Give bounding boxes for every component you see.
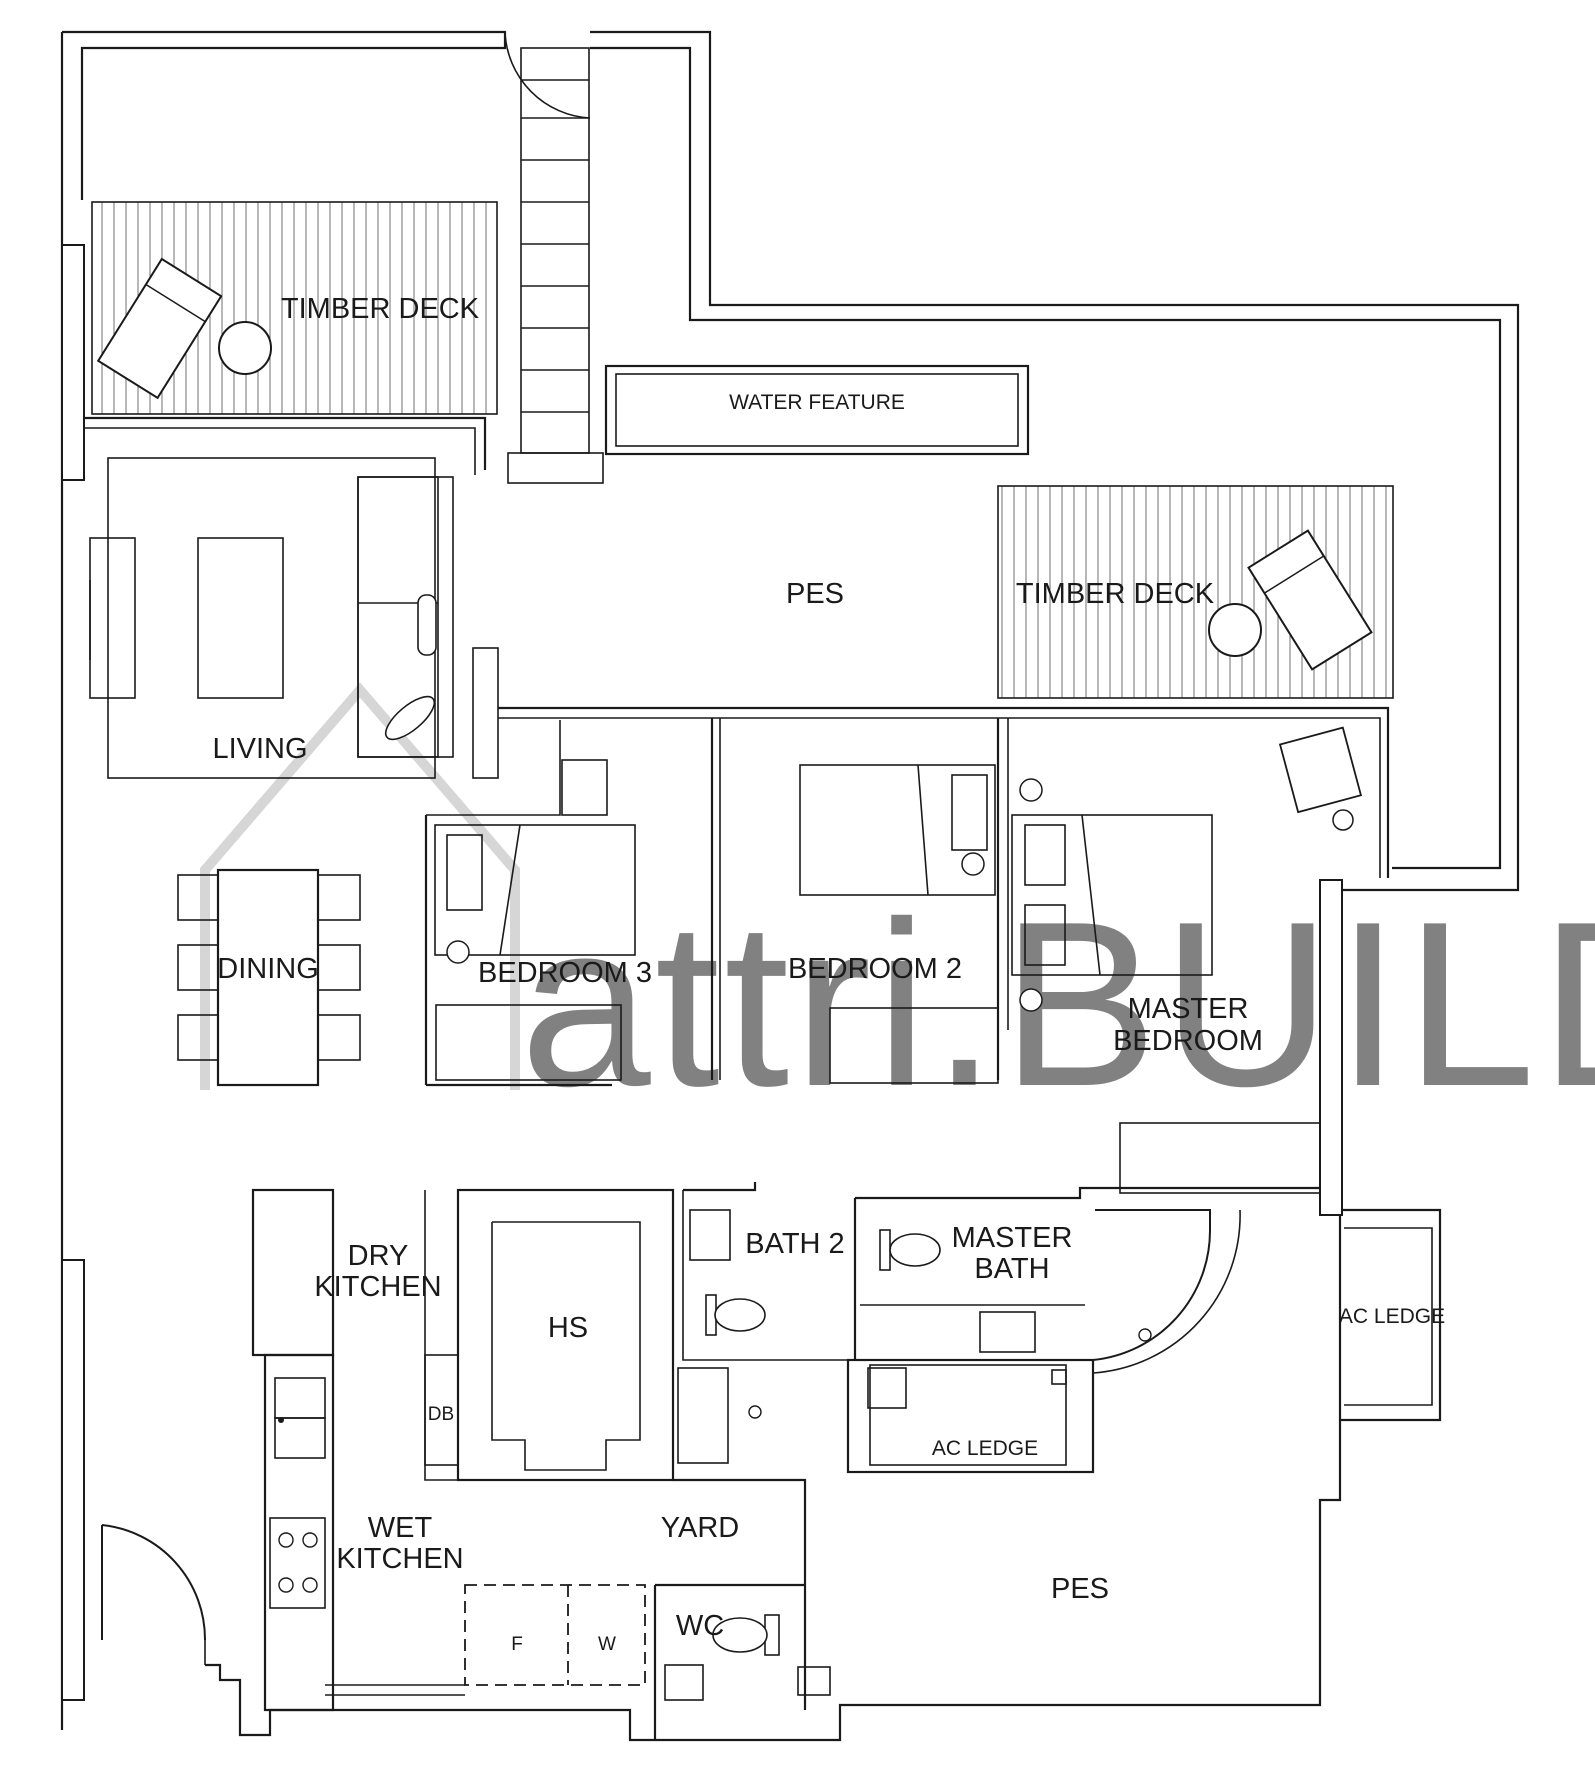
water-feature: WATER FEATURE <box>604 364 1030 456</box>
dining-area: DINING <box>177 868 361 1087</box>
window-left-upper <box>61 244 85 481</box>
master-bath: MASTER BATH <box>853 1186 1320 1409</box>
bed-icon <box>434 824 636 956</box>
watermark: attri.BUILD <box>200 682 1595 1135</box>
label-washer: W <box>598 1634 616 1655</box>
lamp-icon <box>1332 809 1354 831</box>
master-bedroom: MASTER BEDROOM <box>1011 726 1363 1194</box>
lamp-icon <box>1019 988 1043 1012</box>
label-dry-kitchen-2: KITCHEN <box>314 1271 441 1303</box>
bedroom-partitions <box>424 706 1390 1216</box>
stove-icon <box>269 1517 326 1609</box>
ac-ledge-center: AC LEDGE <box>846 1358 1095 1474</box>
lounge-chair-icon <box>1247 529 1373 671</box>
dry-kitchen: DRY KITCHEN <box>251 1188 442 1357</box>
lamp-icon <box>1019 778 1043 802</box>
staircase <box>504 31 604 484</box>
label-master-bath-2: BATH <box>974 1253 1049 1285</box>
window-left-lower <box>61 1259 85 1701</box>
sink-icon <box>689 1209 731 1261</box>
table-icon <box>218 321 272 375</box>
label-bath2: BATH 2 <box>745 1228 844 1260</box>
label-db: DB <box>428 1404 454 1425</box>
label-yard: YARD <box>661 1512 739 1544</box>
timber-deck-left: TIMBER DECK <box>91 201 498 415</box>
toilet-icon <box>712 1614 780 1656</box>
label-ac-ledge-center: AC LEDGE <box>932 1437 1038 1460</box>
label-hs: HS <box>548 1312 588 1344</box>
bed-icon <box>1011 814 1213 976</box>
shower-curve <box>1092 1209 1241 1374</box>
timber-deck-right: TIMBER DECK <box>997 485 1394 699</box>
toilet-icon <box>705 1294 766 1336</box>
label-wc: WC <box>676 1610 724 1642</box>
label-wet-kitchen-1: WET <box>368 1512 433 1544</box>
bed-icon <box>799 764 996 896</box>
living-room: LIVING <box>84 416 499 779</box>
label-master-bedroom-1: MASTER <box>1128 993 1249 1025</box>
household-shelter: HS DB <box>424 1188 675 1482</box>
label-living: LIVING <box>212 733 307 765</box>
sofa-icon <box>357 476 454 758</box>
label-master-bedroom-2: BEDROOM <box>1113 1025 1263 1057</box>
bath-2: BATH 2 <box>677 1182 855 1464</box>
entrance-door <box>101 1524 207 1665</box>
label-ac-ledge-right: AC LEDGE <box>1339 1305 1445 1328</box>
shower-head-icon <box>1138 1328 1152 1342</box>
door-swing-icon <box>504 31 591 119</box>
lounge-chair-icon <box>96 257 223 400</box>
label-bedroom2: BEDROOM 2 <box>788 953 962 985</box>
sink-icon <box>664 1664 704 1701</box>
sink-icon <box>274 1377 326 1459</box>
bedroom-2: BEDROOM 2 <box>788 764 999 1084</box>
drain-icon <box>748 1405 762 1419</box>
bedroom-3: BEDROOM 3 <box>426 720 652 1081</box>
label-master-bath-1: MASTER <box>952 1222 1073 1254</box>
label-timber-deck-right: TIMBER DECK <box>1016 578 1215 610</box>
door-swing-icon <box>101 1524 207 1641</box>
sink-icon <box>979 1311 1036 1353</box>
label-pes-top: PES <box>786 578 844 610</box>
label-dining: DINING <box>217 953 319 985</box>
lamp-icon <box>446 940 470 964</box>
label-timber-deck-left: TIMBER DECK <box>281 293 480 325</box>
toilet-icon <box>879 1229 941 1271</box>
label-dry-kitchen-1: DRY <box>348 1240 409 1272</box>
label-wet-kitchen-2: KITCHEN <box>336 1543 463 1575</box>
wet-kitchen: WET KITCHEN <box>263 1353 464 1712</box>
wc: WC <box>653 1583 831 1740</box>
table-icon <box>1208 603 1262 657</box>
watermark-text: attri.BUILD <box>520 872 1595 1135</box>
lamp-icon <box>961 852 985 876</box>
label-fridge: F <box>511 1634 523 1655</box>
label-pes-bottom: PES <box>1051 1573 1109 1605</box>
watermark-house-icon <box>200 682 520 1090</box>
lounge-chair-icon <box>1278 726 1363 814</box>
label-water-feature: WATER FEATURE <box>729 391 905 414</box>
label-bedroom3: BEDROOM 3 <box>478 957 652 989</box>
yard: YARD F W <box>325 1478 807 1710</box>
